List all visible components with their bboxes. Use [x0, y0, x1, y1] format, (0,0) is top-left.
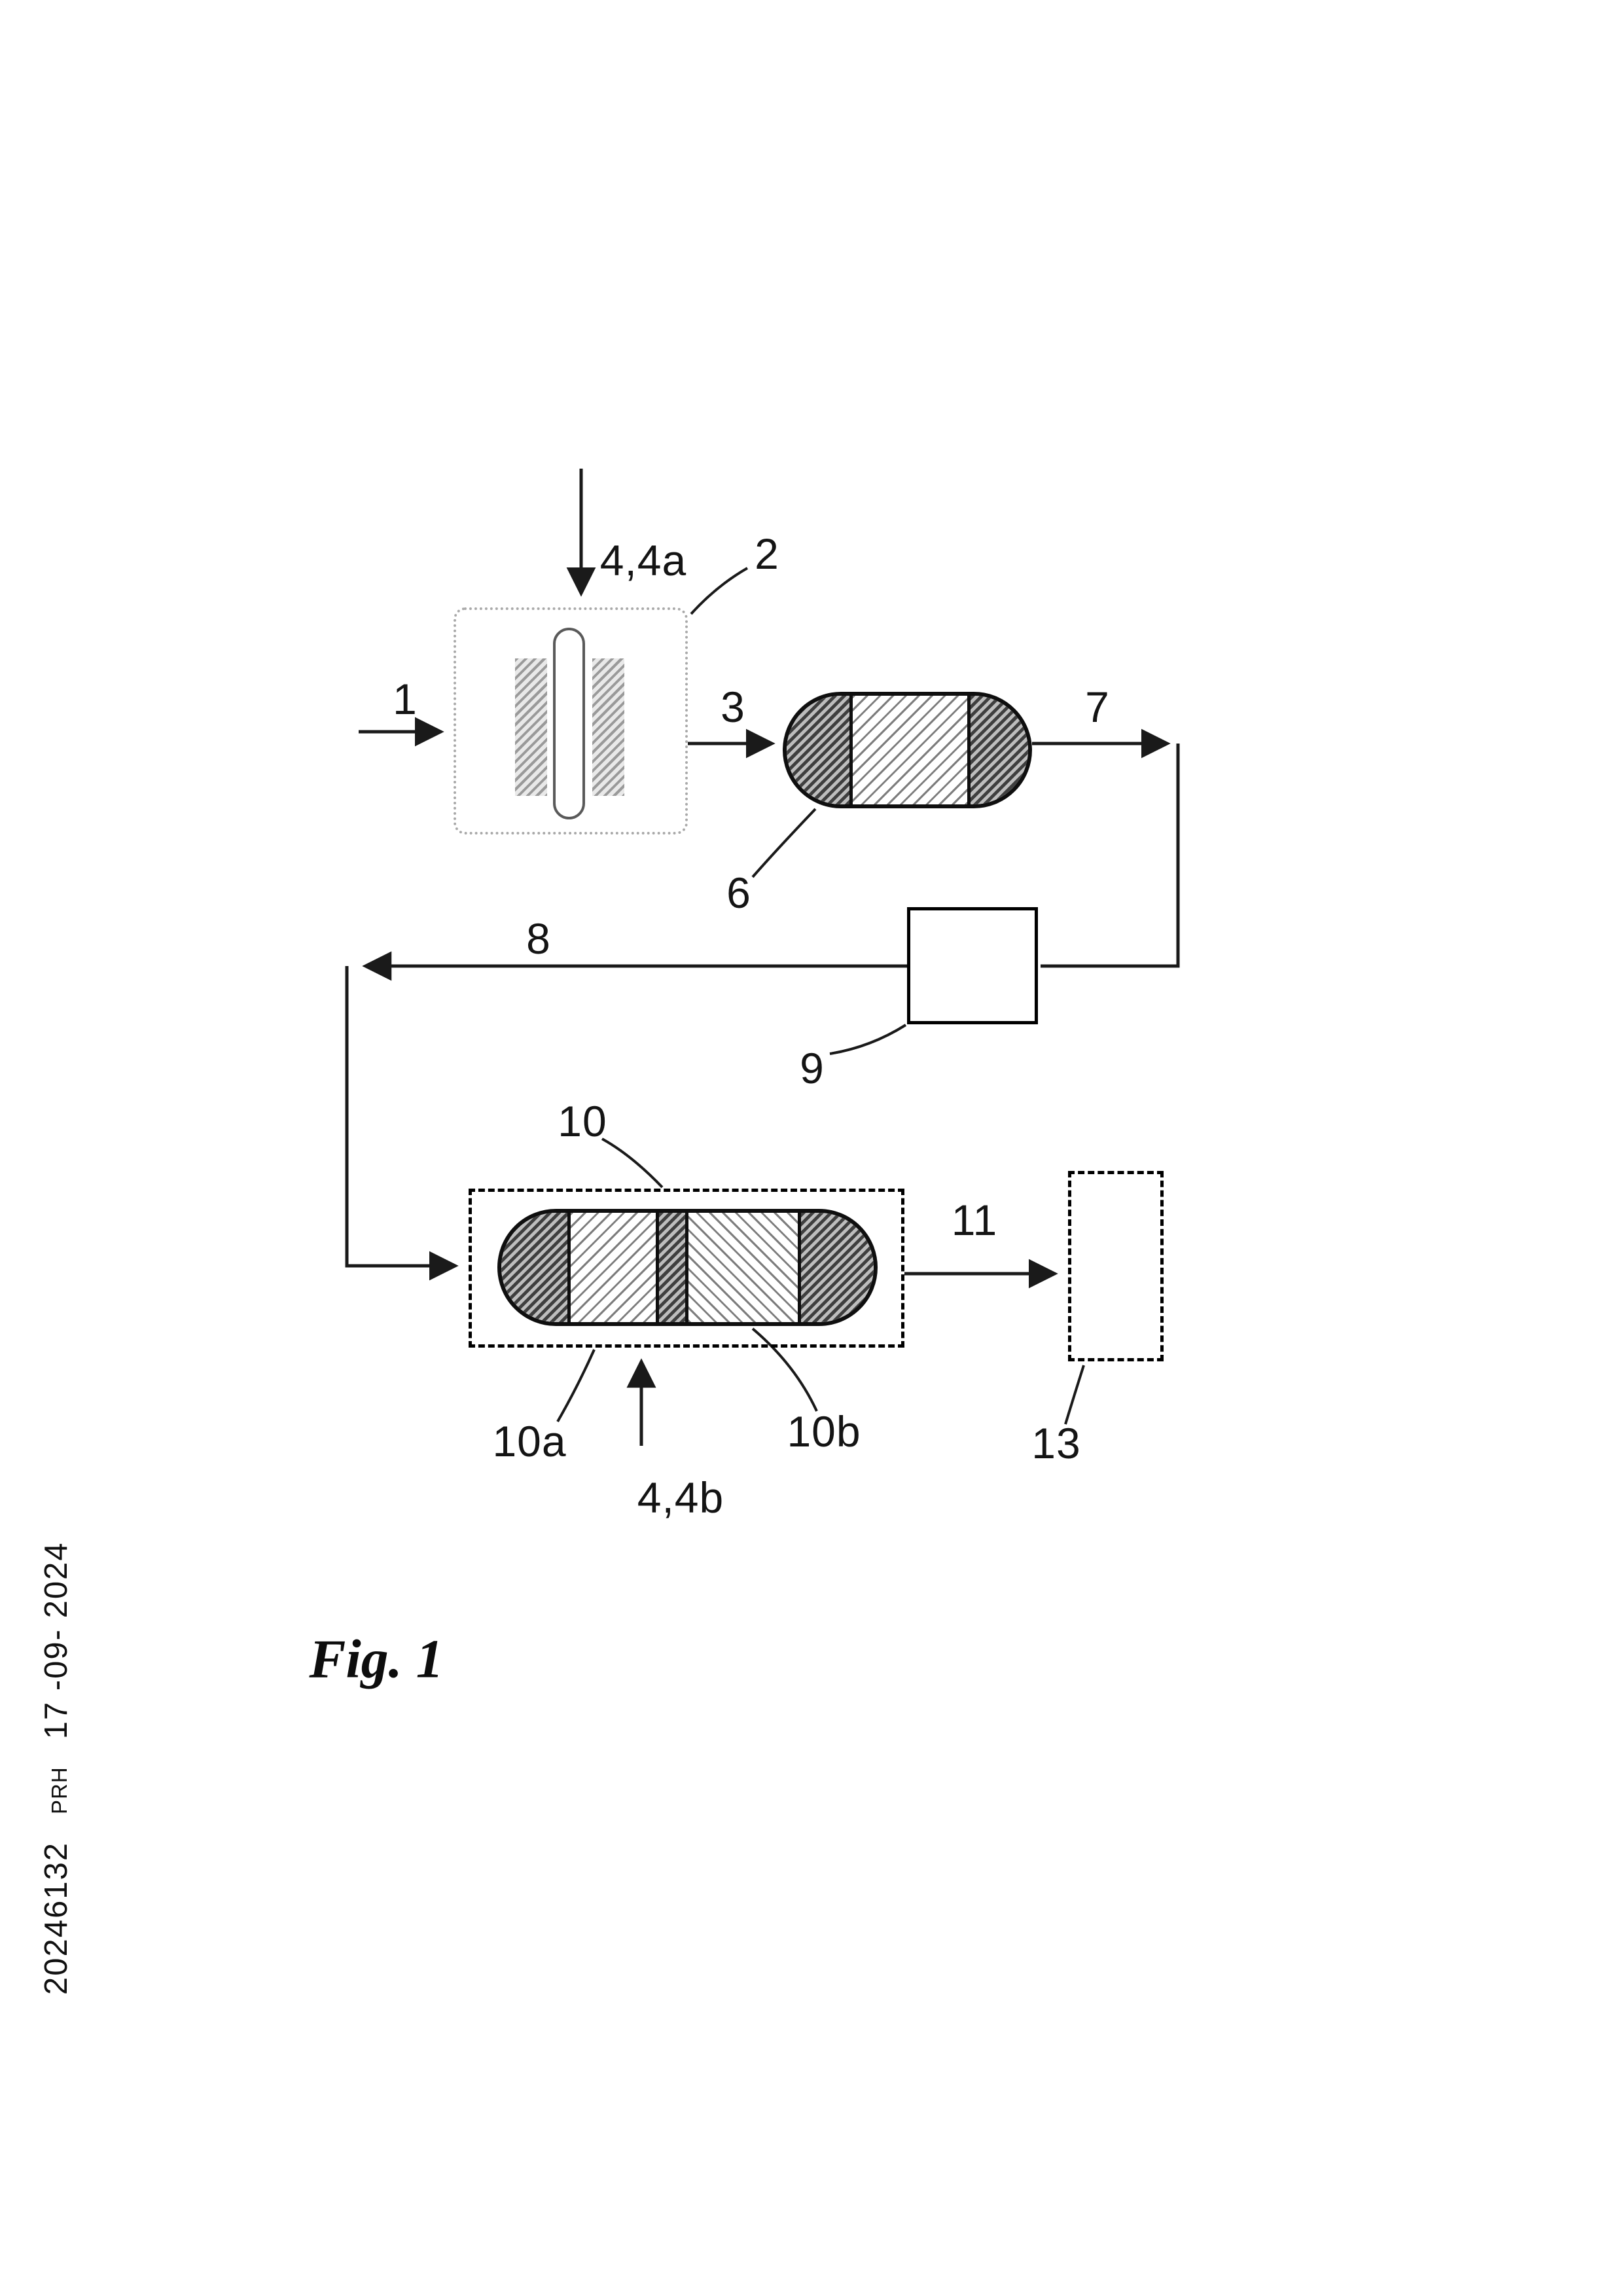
application-number: 20246132 — [39, 1841, 74, 1995]
vessel10-bed-10a — [567, 1213, 659, 1322]
dashed-enclosure-10 — [469, 1189, 904, 1348]
leader-6 — [751, 808, 817, 878]
catalyst-vessel-10 — [497, 1209, 878, 1326]
ref-label-8: 8 — [526, 914, 551, 963]
vessel10-divider-band — [659, 1213, 688, 1322]
ref-label-10b: 10b — [787, 1407, 861, 1456]
vessel10-end-cap-left — [501, 1213, 567, 1322]
dashed-unit-13 — [1068, 1171, 1164, 1361]
catalyst-vessel-6 — [783, 692, 1032, 808]
ref-label-1: 1 — [393, 675, 418, 723]
ref-label-6: 6 — [726, 869, 751, 917]
reactor-hatched-plate-right — [592, 658, 624, 796]
unit-box-9 — [907, 907, 1038, 1024]
reactor-vessel-2 — [454, 607, 688, 834]
ref-label-2: 2 — [755, 529, 779, 578]
leader-10 — [601, 1138, 664, 1189]
ref-label-4-4a: 4,4a — [599, 536, 687, 584]
reactor-center-element — [553, 628, 585, 819]
ref-label-10: 10 — [558, 1097, 607, 1145]
vessel10-bed-10b — [688, 1213, 801, 1322]
ref-label-9: 9 — [800, 1044, 825, 1092]
leader-2 — [690, 567, 748, 615]
patent-office-code: PRH — [47, 1767, 71, 1814]
line-stream-7-return — [1041, 744, 1180, 968]
ref-label-7: 7 — [1085, 683, 1110, 731]
arrow-stream-8-down — [345, 966, 459, 1281]
ref-label-10a: 10a — [492, 1417, 567, 1465]
leader-10b — [751, 1327, 818, 1412]
ref-label-4-4b: 4,4b — [637, 1473, 724, 1522]
leader-9 — [829, 1024, 907, 1055]
ref-label-13: 13 — [1031, 1419, 1081, 1467]
ref-label-3: 3 — [721, 683, 745, 731]
figure-caption: Fig. 1 — [309, 1628, 444, 1690]
vessel10-end-cap-right — [801, 1213, 874, 1322]
reactor-hatched-plate-left — [515, 658, 547, 796]
vessel6-catalyst-bed — [849, 696, 971, 804]
leader-13 — [1064, 1365, 1085, 1425]
filing-date: 17 -09- 2024 — [39, 1541, 74, 1740]
leader-10a — [556, 1349, 596, 1422]
ref-label-11: 11 — [951, 1196, 998, 1244]
